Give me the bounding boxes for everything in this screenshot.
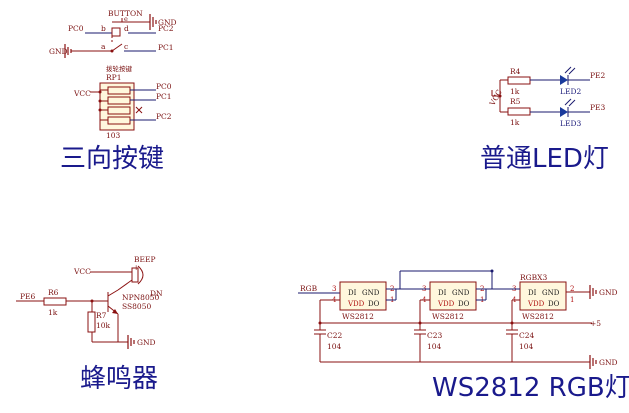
buzzer-horn bbox=[137, 265, 144, 285]
plus5-label: +5 bbox=[590, 319, 601, 328]
svg-text:DO: DO bbox=[368, 300, 380, 308]
ws2812-chip-1-label: WS2812 bbox=[342, 312, 374, 321]
three-way-key-section: BUTTON e GND PC0 b d PC2 GND a c PC1 拨轮按… bbox=[49, 9, 177, 174]
beep-label: BEEP bbox=[134, 255, 156, 264]
switch-lever bbox=[111, 43, 123, 52]
c24-ref: C24 bbox=[519, 331, 535, 340]
three-way-key-title: 三向按键 bbox=[60, 144, 164, 174]
rp-out-pc0: PC0 bbox=[156, 82, 172, 91]
led2-label: LED2 bbox=[560, 87, 581, 96]
r4-value: 1k bbox=[510, 87, 520, 96]
switch-contact-b bbox=[111, 27, 121, 37]
rp-out-pc1: PC1 bbox=[156, 92, 172, 101]
svg-text:3: 3 bbox=[332, 285, 336, 293]
rp-value: 103 bbox=[106, 131, 121, 140]
pin-e-label: e bbox=[124, 15, 128, 23]
r4-ref: R4 bbox=[510, 67, 521, 76]
gnd-top-label: GND bbox=[158, 18, 177, 27]
net-pc1-mid: PC1 bbox=[158, 43, 174, 52]
net-pc2-top: PC2 bbox=[158, 24, 174, 33]
r7-ref: R7 bbox=[96, 311, 107, 320]
c22-value: 104 bbox=[327, 342, 342, 351]
c24-value: 104 bbox=[519, 342, 534, 351]
r6-resistor bbox=[43, 297, 67, 306]
r4-resistor bbox=[507, 76, 531, 85]
svg-text:GND: GND bbox=[362, 289, 380, 297]
pin-d-label: d bbox=[124, 24, 129, 33]
led3-label: LED3 bbox=[560, 119, 581, 128]
svg-text:DI: DI bbox=[528, 289, 537, 297]
led-section: R4 1k R5 1k VCC LED2 PE2 LED3 PE3 普通LED灯 bbox=[480, 66, 609, 174]
buzzer-gnd-label: GND bbox=[137, 338, 156, 347]
r7-resistor bbox=[87, 311, 96, 333]
transistor-part: SS8050 bbox=[122, 302, 151, 311]
buzzer-vcc-label: VCC bbox=[73, 267, 91, 276]
r7-value: 10k bbox=[96, 321, 111, 330]
gnd-left-label: GND bbox=[49, 47, 68, 56]
rp-out-pc2: PC2 bbox=[156, 112, 172, 121]
svg-text:1: 1 bbox=[570, 296, 574, 304]
r5-ref: R5 bbox=[510, 97, 521, 106]
c23-ref: C23 bbox=[427, 331, 443, 340]
led3-diode bbox=[560, 107, 568, 117]
svg-text:VDD: VDD bbox=[437, 300, 455, 308]
svg-text:DO: DO bbox=[548, 300, 560, 308]
transistor-type: NPN8050 bbox=[122, 293, 159, 302]
ws2812-chip-1 bbox=[339, 281, 387, 311]
rgbx3-label: RGBX3 bbox=[520, 273, 547, 282]
buzzer-body bbox=[131, 267, 139, 283]
led-vcc-label: VCC bbox=[487, 88, 504, 108]
net-pe3: PE3 bbox=[590, 103, 606, 112]
net-pe6: PE6 bbox=[20, 292, 36, 301]
ws-gnd-label-top: GND bbox=[599, 288, 618, 297]
pin-c-label: c bbox=[124, 42, 128, 51]
pin-b-label: b bbox=[101, 24, 106, 33]
buzzer-section: VCC BEEP + DN PE6 R6 1k NPN8050 SS8050 R… bbox=[16, 255, 163, 394]
rp-ref: RP1 bbox=[106, 73, 121, 82]
svg-text:2: 2 bbox=[570, 285, 574, 293]
ws2812-title: WS2812 RGB灯 bbox=[432, 373, 629, 403]
svg-text:DI: DI bbox=[348, 289, 357, 297]
ws2812-chip-3-label: WS2812 bbox=[522, 312, 554, 321]
pin-a-label: a bbox=[101, 42, 106, 51]
subtitle-wheel-key: 拨轮按键 bbox=[106, 64, 133, 73]
net-rgb: RGB bbox=[300, 284, 318, 293]
c22-ref: C22 bbox=[327, 331, 343, 340]
led-title: 普通LED灯 bbox=[480, 144, 609, 174]
beep-minus: DN bbox=[150, 289, 163, 298]
rp-vcc-label: VCC bbox=[73, 89, 91, 98]
svg-text:VDD: VDD bbox=[347, 300, 365, 308]
led2-diode bbox=[560, 75, 568, 85]
svg-text:GND: GND bbox=[452, 289, 470, 297]
ws2812-section: RGB RGBX3 3 4 DI GND VDD DO 2 1 WS2812 3… bbox=[298, 269, 629, 403]
net-pe2: PE2 bbox=[590, 71, 606, 80]
ws2812-chip-2-label: WS2812 bbox=[432, 312, 464, 321]
button-label: BUTTON bbox=[108, 9, 143, 18]
ws2812-chip-2 bbox=[429, 281, 477, 311]
svg-text:DO: DO bbox=[458, 300, 470, 308]
ws-gnd-label-bottom: GND bbox=[599, 358, 618, 367]
r5-value: 1k bbox=[510, 118, 520, 127]
svg-text:GND: GND bbox=[542, 289, 560, 297]
r5-resistor bbox=[507, 107, 531, 116]
ws2812-chip-3 bbox=[519, 281, 567, 311]
net-pc0-left: PC0 bbox=[68, 24, 84, 33]
svg-text:VDD: VDD bbox=[527, 300, 545, 308]
c23-value: 104 bbox=[427, 342, 442, 351]
r6-value: 1k bbox=[48, 308, 58, 317]
svg-text:DI: DI bbox=[438, 289, 447, 297]
r6-ref: R6 bbox=[48, 288, 59, 297]
buzzer-title: 蜂鸣器 bbox=[80, 364, 158, 394]
